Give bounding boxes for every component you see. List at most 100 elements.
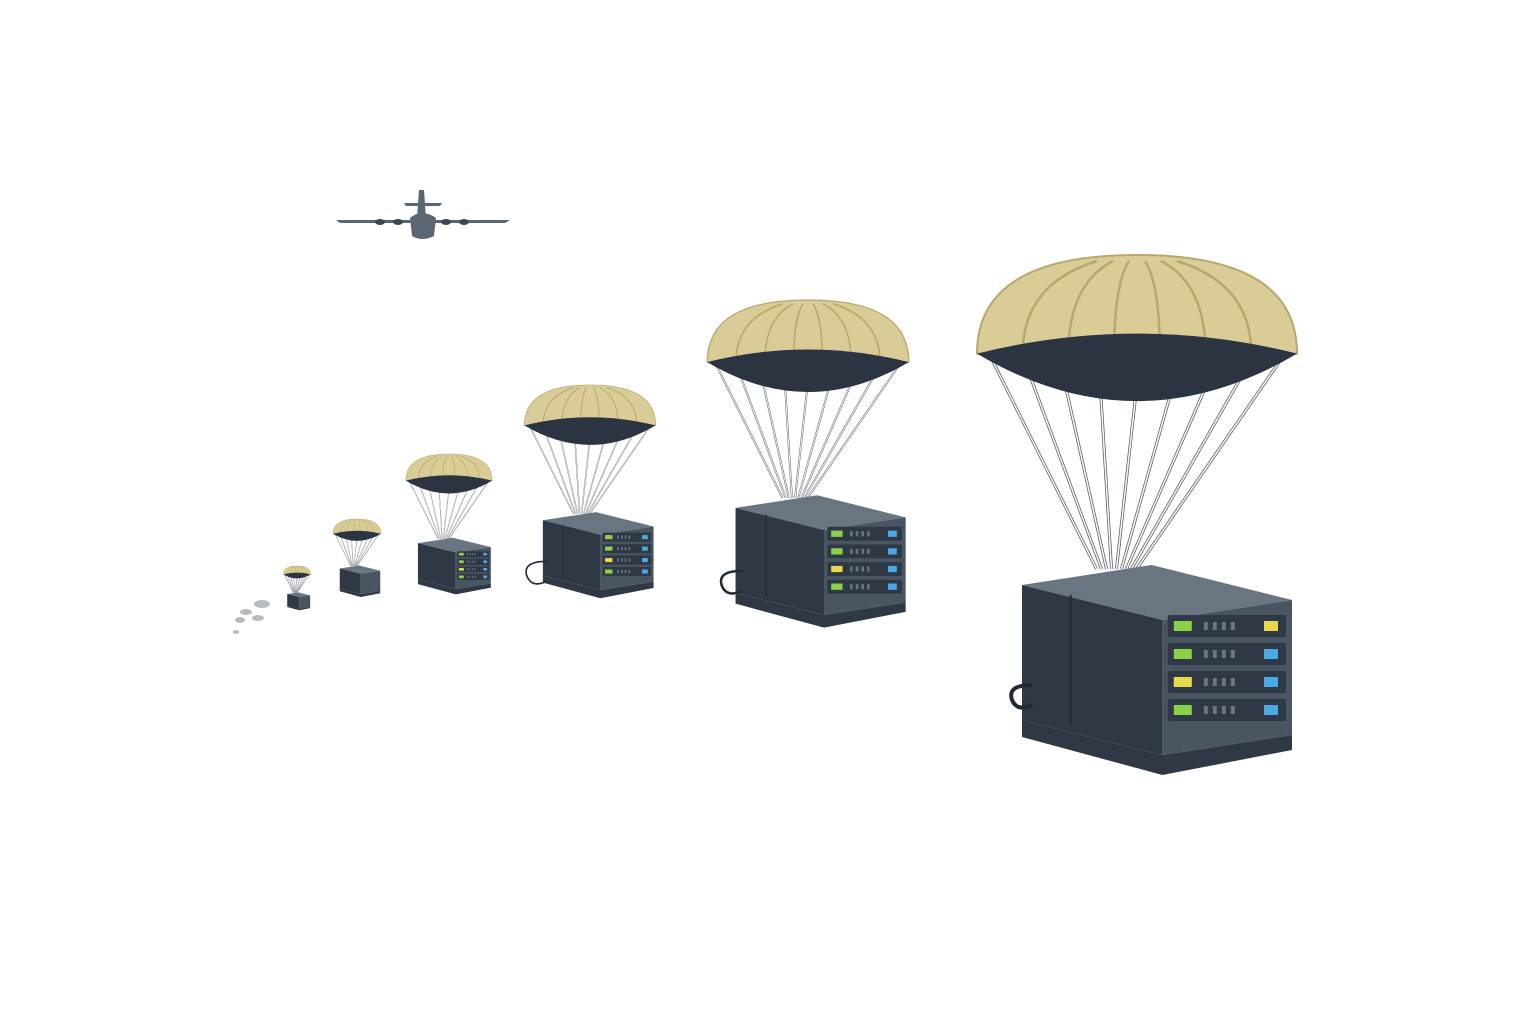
server-top [339,565,381,574]
server-side [542,520,601,590]
power-cable [525,560,548,585]
suspension-line [529,425,574,514]
canopy-underside [524,417,656,445]
vent-slot [471,575,473,578]
server-top [417,537,491,553]
vent-slot [617,558,620,562]
suspension-line [296,575,307,593]
suspension-line [1115,383,1138,570]
suspension-line [581,437,591,514]
plane-fuselage [410,213,436,239]
vent-slot [467,568,469,571]
suspension-line [1099,381,1113,570]
suspension-line [356,533,380,567]
vent-slot [621,546,623,551]
rack-slot [457,558,490,565]
canopy-rib [735,303,784,363]
parachute-server-icon [283,565,311,611]
vent-slot [861,531,864,537]
suspension-line [807,361,902,499]
rack-slot [827,562,902,576]
vent-slot [1221,650,1226,658]
status-led [458,567,464,571]
rack-slot [457,566,490,573]
suspension-line [737,369,787,498]
suspension-line [797,379,832,498]
vent-slot [1221,622,1226,630]
server-base [287,605,311,611]
status-led [1264,705,1278,715]
suspension-line [1120,381,1175,570]
plane-engine [393,219,403,225]
suspension-line [587,429,636,514]
server-side [1022,585,1163,755]
status-led [888,583,897,590]
suspension-line [585,433,621,514]
vent-slot [861,584,864,590]
rack-slot [1167,643,1286,665]
suspension-line [1135,353,1286,570]
vent-slot [474,553,476,556]
suspension-line [784,379,793,498]
vent-slot [467,553,469,556]
status-led [642,546,648,551]
vent-slot [1230,678,1235,686]
suspension-line [714,361,783,499]
vent-slot [861,548,864,554]
canopy-rib [459,455,481,481]
vent-slot [617,546,620,551]
vent-slot [861,566,864,572]
suspension-line [1130,364,1249,570]
status-led [1264,677,1278,687]
suspension-line [354,537,363,567]
vent-slot [1203,706,1208,714]
suspension-line [443,488,450,539]
suspension-line [794,380,809,498]
suspension-line [574,436,580,514]
canopy-rib [417,455,439,481]
canopy-rib [287,566,294,575]
suspension-line [295,576,301,593]
status-led [1264,621,1278,631]
vent-slot [867,548,870,554]
plane-engine [459,219,469,225]
status-led [642,558,648,563]
canopy-rib [832,303,881,363]
status-led [1264,649,1278,659]
suspension-line [334,533,352,567]
vent-slot [1230,706,1235,714]
suspension-line [351,537,354,567]
status-led [483,560,488,564]
suspension-line [447,483,480,539]
parachute-drops [283,253,1299,775]
suspension-line [340,535,352,567]
vent-slot [469,553,471,556]
suspension-line [345,536,353,567]
vent-slot [471,560,473,563]
suspension-line [589,425,651,514]
smoke-puff-icon [240,609,252,615]
smoke-puff-icon [252,615,264,621]
suspension-line [559,434,578,514]
status-led [1173,649,1192,659]
vent-slot [624,546,627,551]
suspension-line [356,535,374,567]
status-led [483,575,488,579]
server-side [287,594,300,609]
server-base [339,588,381,597]
server-front [299,595,311,609]
vent-slot [850,584,853,590]
suspension-line [988,353,1098,570]
rack-slot [827,526,902,541]
status-led [605,546,613,551]
server-base [1022,720,1292,775]
vent-slot [628,558,631,562]
status-led [888,565,897,573]
vent-slot [850,548,853,554]
server-top [287,592,311,598]
vent-slot [628,569,631,574]
vent-slot [855,584,859,590]
server-base [417,579,491,595]
canopy-underside [707,349,909,393]
suspension-line [295,576,304,593]
